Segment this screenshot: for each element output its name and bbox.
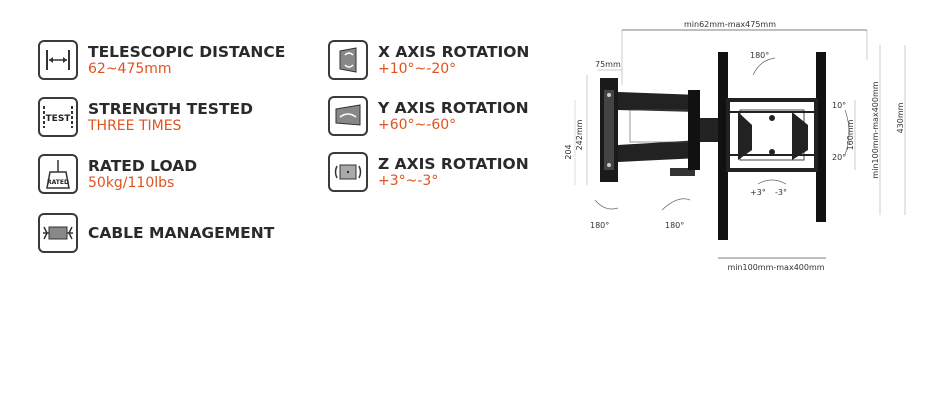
feature-value: +3°~-3°	[378, 172, 439, 189]
rated-icon-text: RATED	[47, 179, 69, 186]
feature-value: THREE TIMES	[88, 117, 182, 134]
feature-title: CABLE MANAGEMENT	[88, 224, 275, 242]
tv-bracket-right-rail	[816, 52, 826, 222]
x-axis-rotation-icon	[328, 40, 368, 80]
feature-title: RATED LOAD	[88, 156, 198, 175]
feature-telescopic-distance: TELESCOPIC DISTANCE 62~475mm	[38, 40, 285, 80]
upper-arm	[618, 92, 700, 112]
feature-z-axis-rotation: Z AXIS ROTATION +3°~-3°	[328, 152, 529, 192]
dim-204-label: 204	[564, 144, 573, 159]
y-axis-rotation-icon	[328, 96, 368, 136]
rot-mid-label: 180°	[665, 221, 684, 230]
rot-left-label: 180°	[590, 221, 609, 230]
z-axis-rotation-icon	[328, 152, 368, 192]
feature-y-axis-rotation: Y AXIS ROTATION +60°~-60°	[328, 96, 529, 136]
dim-vert-range-label: min100mm-max400mm	[871, 81, 880, 178]
dim-160-label: 160mm	[846, 119, 855, 150]
test-icon-text: TEST	[46, 114, 72, 124]
rated-load-icon: RATED	[38, 154, 78, 194]
dim-242-label: 242mm	[575, 119, 584, 150]
tilt-down-label: 20°	[832, 153, 846, 162]
swivel-minus-label: -3°	[775, 188, 787, 197]
telescopic-distance-icon	[38, 40, 78, 80]
feature-title: STRENGTH TESTED	[88, 99, 253, 118]
feature-value: 62~475mm	[88, 60, 172, 77]
feature-rated-load: RATED RATED LOAD 50kg/110lbs	[38, 154, 197, 194]
feature-title: Y AXIS ROTATION	[378, 98, 529, 117]
mount-technical-diagram: min62mm-max475mm 75mm 242mm 204 180° 180…	[564, 20, 906, 272]
lower-arm	[618, 140, 700, 162]
top-dimension-label: min62mm-max475mm	[684, 20, 776, 29]
tilt-up-label: 10°	[832, 101, 846, 110]
feature-value: +60°~-60°	[378, 116, 457, 133]
feature-title: X AXIS ROTATION	[378, 42, 530, 61]
rot-top-label: 180°	[750, 51, 769, 60]
arm-hinge	[688, 90, 700, 170]
feature-x-axis-rotation: X AXIS ROTATION +10°~-20°	[328, 40, 529, 80]
feature-title: Z AXIS ROTATION	[378, 154, 529, 173]
feature-cable-management: CABLE MANAGEMENT	[38, 213, 274, 253]
tv-bracket-left-rail	[718, 52, 728, 240]
cable-management-icon	[38, 213, 78, 253]
feature-value: +10°~-20°	[378, 60, 457, 77]
swivel-plus-label: +3°	[750, 188, 766, 197]
strength-test-icon: TEST	[38, 97, 78, 137]
feature-title: TELESCOPIC DISTANCE	[88, 42, 286, 61]
bottom-dimension-label: min100mm-max400mm	[727, 263, 824, 272]
feature-value: 50kg/110lbs	[88, 174, 175, 191]
dim-430-label: 430mm	[896, 102, 905, 133]
feature-strength-tested: TEST STRENGTH TESTED THREE TIMES	[38, 97, 253, 137]
dim-75-label: 75mm	[595, 60, 621, 69]
